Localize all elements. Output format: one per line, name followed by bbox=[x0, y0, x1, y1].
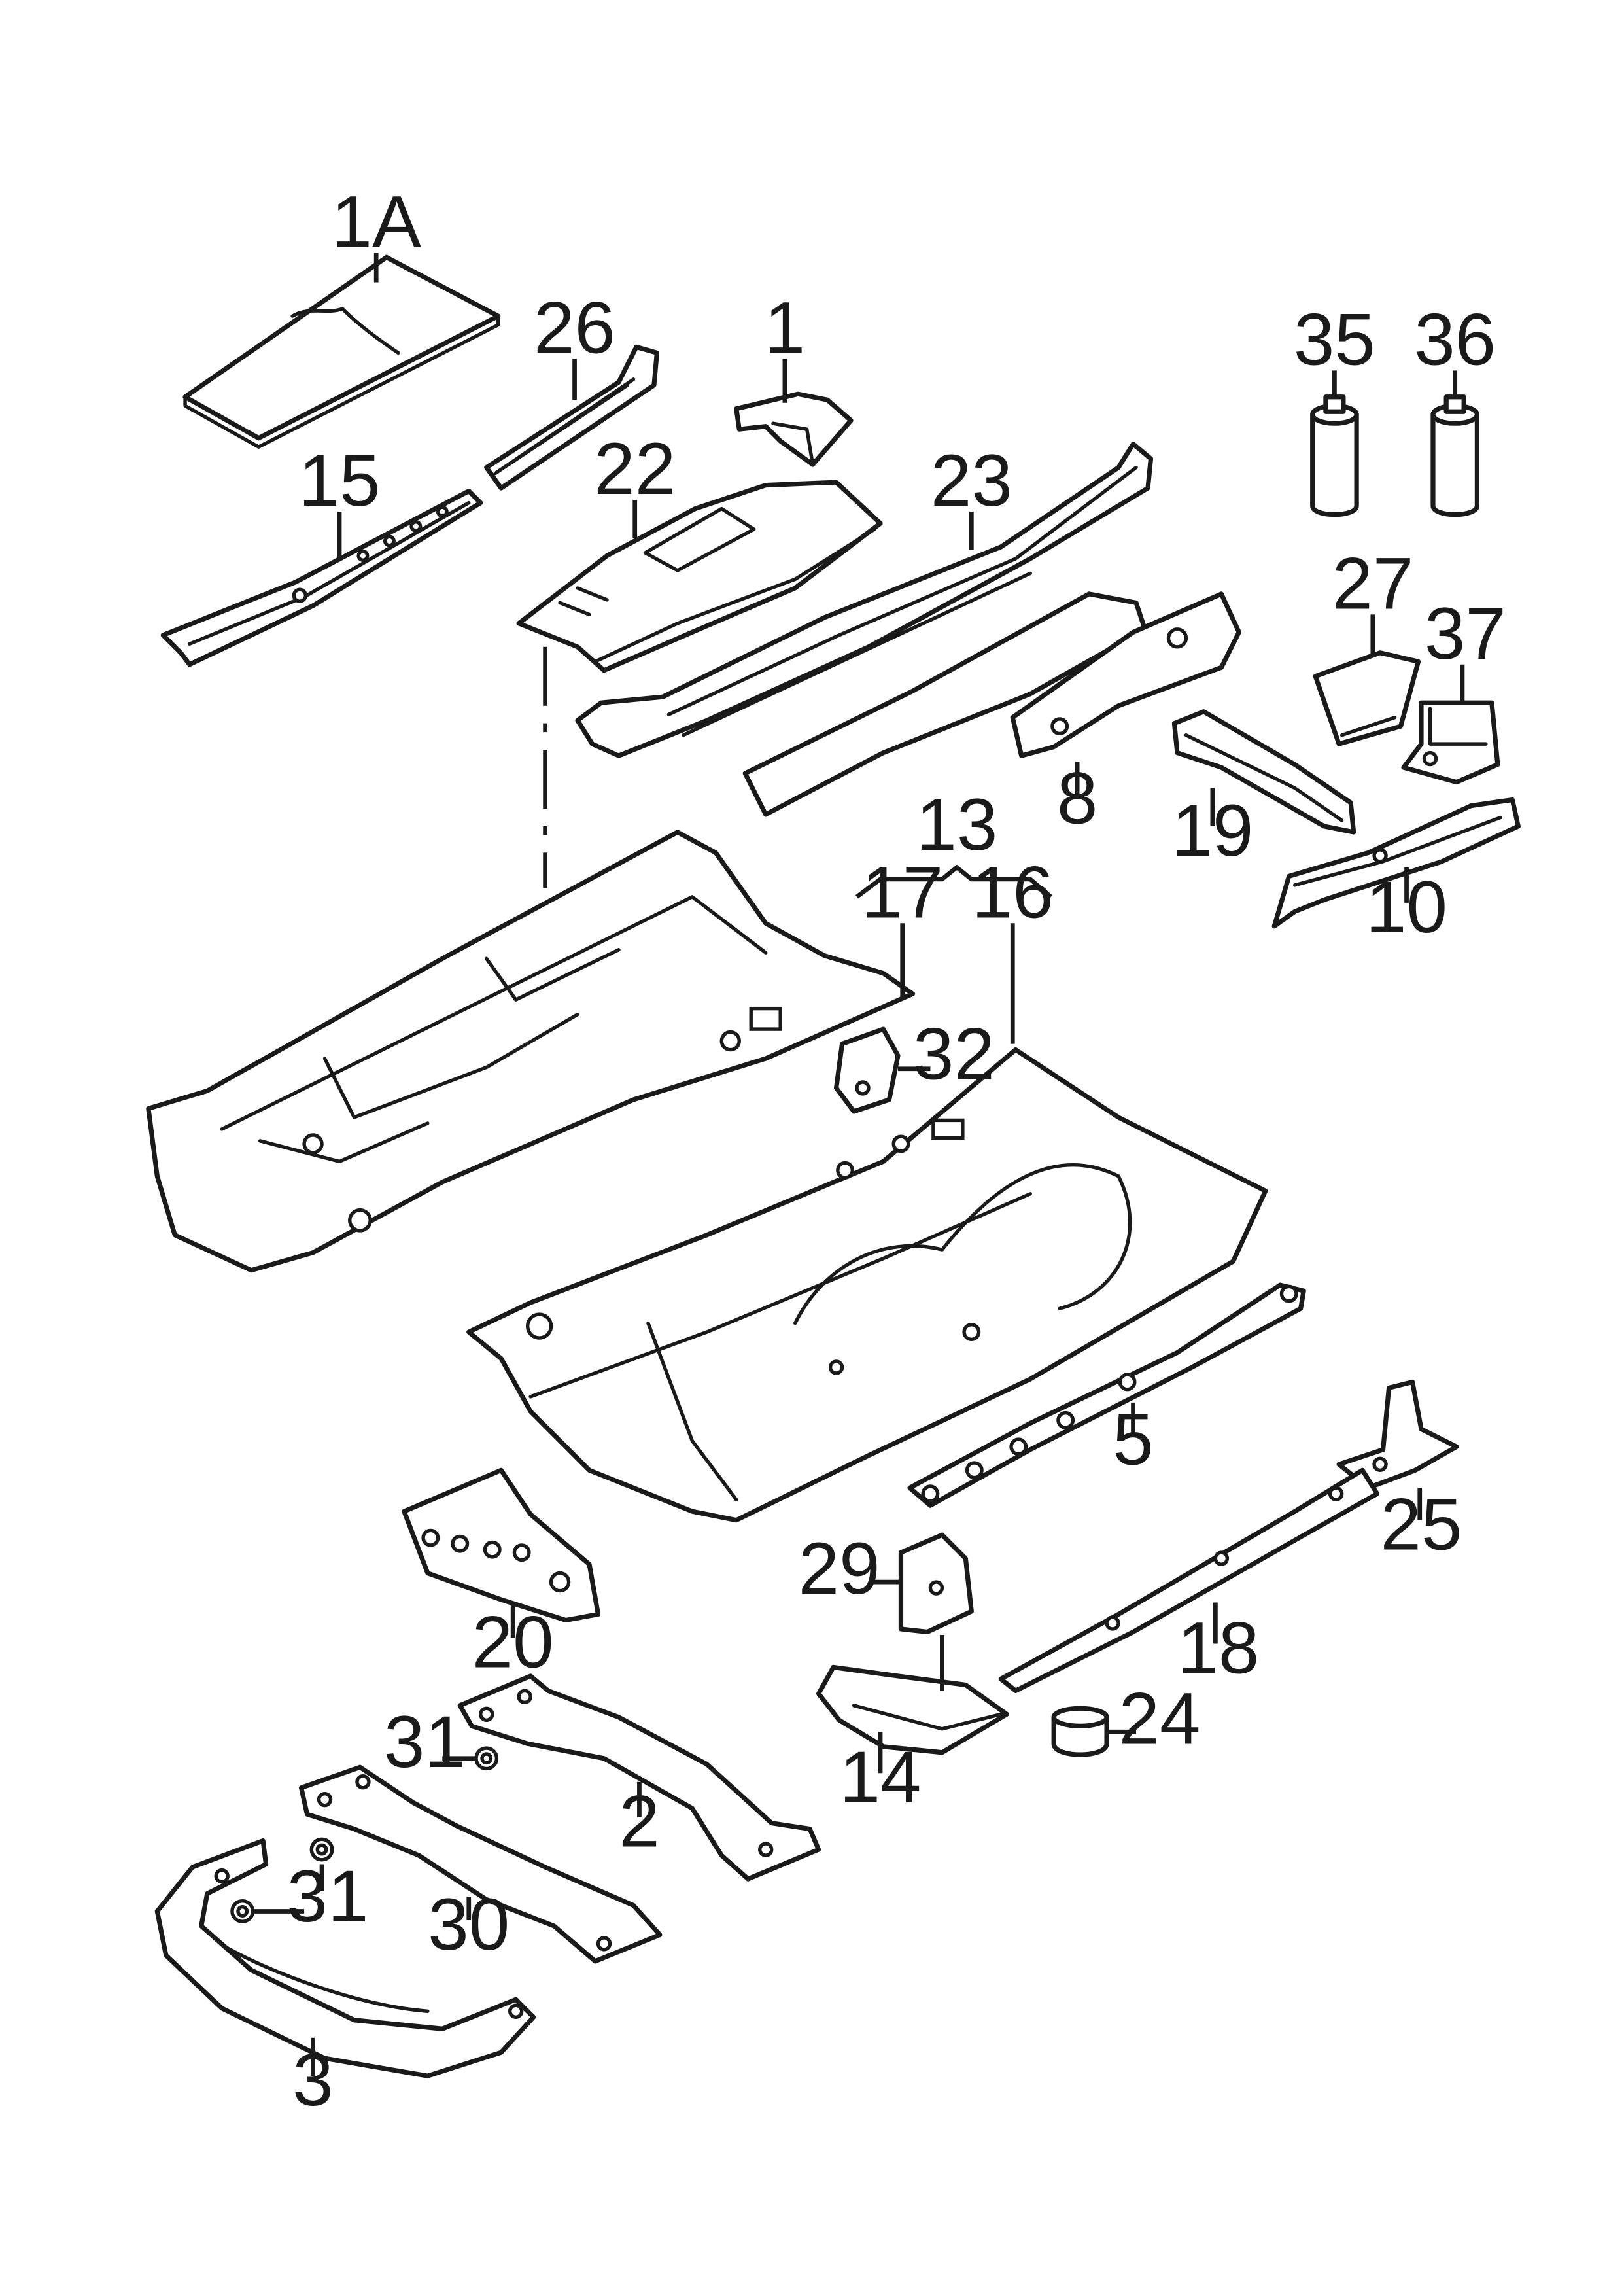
callout-1A: 1A bbox=[331, 181, 421, 263]
callout-24: 24 bbox=[1118, 1677, 1200, 1759]
part-18-long-sill[interactable] bbox=[998, 1467, 1380, 1693]
callout-17: 17 bbox=[861, 850, 943, 933]
part-22-tunnel-section[interactable] bbox=[516, 480, 883, 673]
callout-35: 35 bbox=[1294, 298, 1375, 380]
callout-37: 37 bbox=[1425, 592, 1506, 674]
callout-10: 10 bbox=[1366, 866, 1447, 948]
part-1-bracket[interactable] bbox=[734, 391, 854, 467]
part-8-rear-member[interactable] bbox=[742, 591, 1241, 817]
part-30-cross-brace[interactable] bbox=[298, 1764, 663, 1964]
callout-30: 30 bbox=[428, 1883, 510, 1965]
part-27-shield[interactable] bbox=[1313, 650, 1421, 746]
part-24-bush[interactable] bbox=[1051, 1706, 1109, 1757]
callout-26: 26 bbox=[534, 286, 615, 368]
callout-19: 19 bbox=[1171, 789, 1253, 871]
callout-31-lower: 31 bbox=[287, 1855, 369, 1937]
callout-20: 20 bbox=[472, 1600, 554, 1683]
part-19-side-member[interactable] bbox=[1171, 709, 1356, 835]
callout-8: 8 bbox=[1057, 756, 1098, 839]
callouts: 1A 26 1 35 36 15 22 23 27 37 8 19 10 13 … bbox=[287, 181, 1506, 2122]
part-37-bracket[interactable] bbox=[1401, 700, 1500, 785]
callout-13: 13 bbox=[916, 783, 997, 866]
part-29-bracket[interactable] bbox=[898, 1532, 974, 1635]
part-35-spray-can[interactable] bbox=[1310, 394, 1359, 517]
part-36-spray-can[interactable] bbox=[1430, 394, 1479, 517]
part-15-sill-panel[interactable] bbox=[160, 488, 483, 667]
callout-14: 14 bbox=[840, 1736, 922, 1818]
callout-18: 18 bbox=[1177, 1606, 1259, 1689]
callout-36: 36 bbox=[1414, 298, 1496, 380]
part-16-rear-floor[interactable] bbox=[466, 1047, 1268, 1523]
callout-29: 29 bbox=[799, 1527, 880, 1609]
callout-3: 3 bbox=[292, 2039, 334, 2121]
callout-15: 15 bbox=[299, 439, 381, 521]
callout-22: 22 bbox=[594, 427, 676, 510]
part-17-front-floor[interactable] bbox=[146, 830, 916, 1273]
part-31-nut-lower[interactable] bbox=[230, 1837, 334, 1923]
callout-1: 1 bbox=[765, 286, 805, 368]
callout-27: 27 bbox=[1332, 542, 1413, 624]
part-26-sill-strip[interactable] bbox=[484, 344, 660, 491]
callout-5: 5 bbox=[1113, 1397, 1153, 1480]
callout-2: 2 bbox=[619, 1780, 660, 1863]
part-10-cross-member[interactable] bbox=[1271, 797, 1521, 929]
part-1A-mat[interactable] bbox=[182, 254, 501, 449]
callout-25: 25 bbox=[1381, 1483, 1462, 1566]
part-5-rail[interactable] bbox=[907, 1282, 1306, 1508]
part-23-long-member[interactable] bbox=[575, 442, 1154, 758]
part-31-nut-upper[interactable] bbox=[474, 1746, 499, 1771]
callout-32: 32 bbox=[913, 1013, 995, 1095]
callout-16: 16 bbox=[972, 850, 1054, 933]
callout-31-upper: 31 bbox=[384, 1700, 466, 1783]
part-25-corner-bracket[interactable] bbox=[1336, 1379, 1459, 1490]
callout-23: 23 bbox=[931, 439, 1012, 521]
part-3-u-frame[interactable] bbox=[154, 1838, 536, 2078]
part-2-cross-brace[interactable] bbox=[457, 1673, 821, 1882]
part-20-mount[interactable] bbox=[402, 1467, 601, 1623]
part-14-bracket[interactable] bbox=[816, 1664, 1009, 1755]
leader-lines bbox=[254, 253, 1465, 2076]
part-32-bracket[interactable] bbox=[833, 1026, 901, 1114]
